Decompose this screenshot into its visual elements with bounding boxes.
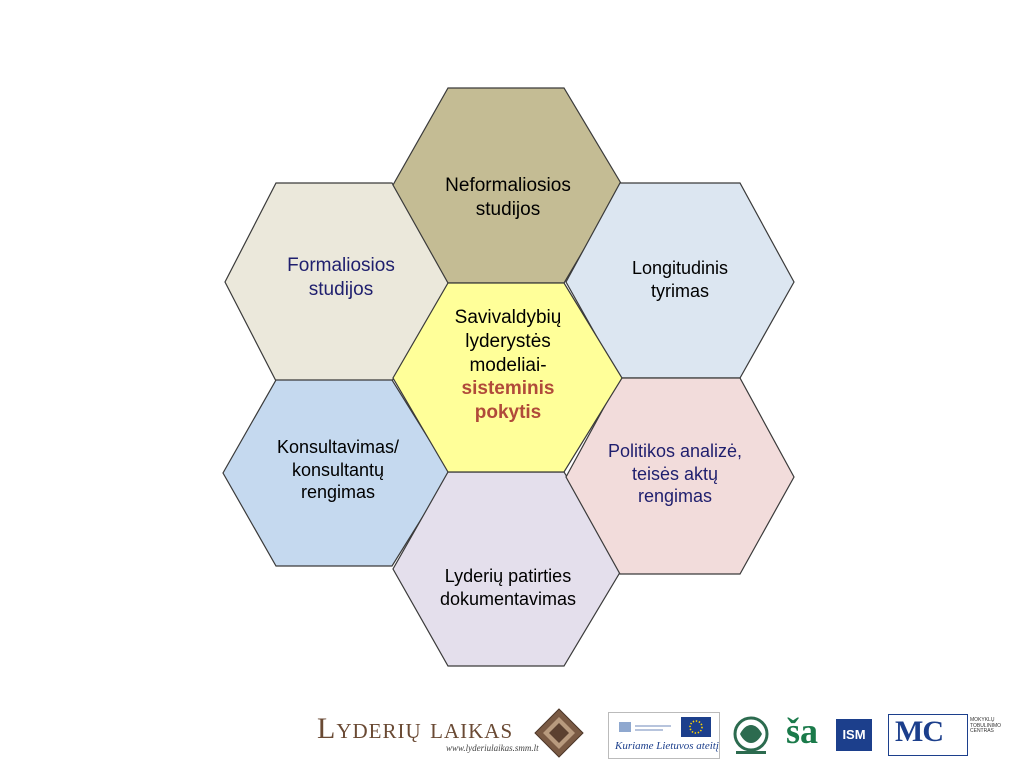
mtc-logo: MC <box>888 714 968 756</box>
eu-slogan: Kuriame Lietuvos ateitį <box>615 740 719 752</box>
mtc-letters: MC <box>895 715 944 748</box>
hex-lower-right-line-1: Politikos analizė, <box>607 441 743 461</box>
hex-lower-left-line-1: Konsultavimas/ <box>276 437 400 457</box>
hex-upper-right-label: Longitudinis tyrimas <box>585 257 775 302</box>
hex-upper-left-label: Formaliosios studijos <box>246 254 436 302</box>
hex-upper-right-line-2: tyrimas <box>651 280 709 301</box>
mtc-caption-line-2: TOBULINIMO <box>970 722 1002 729</box>
hex-upper-right-line-1: Longitudinis <box>631 258 729 278</box>
sa-logo: šа <box>786 711 819 751</box>
swirl-logo-icon <box>733 716 769 754</box>
hex-center-accent-1: sisteminis <box>461 378 555 400</box>
hex-lower-left-line-3: rengimas <box>300 482 376 502</box>
hex-lower-right <box>565 377 795 575</box>
hex-bottom-line-1: Lyderių patirties <box>444 566 572 586</box>
hex-lower-right-line-2: teisės aktų <box>631 463 719 484</box>
hex-center-accent-2: pokytis <box>474 402 542 423</box>
mtc-caption-line-3: CENTRAS <box>970 728 994 734</box>
hex-center-line-3: modeliai- <box>469 354 547 376</box>
hex-top-line-2: studijos <box>475 198 541 220</box>
hex-lower-right-label: Politikos analizė, teisės aktų rengimas <box>580 440 770 508</box>
hex-lower-right-line-3: rengimas <box>637 486 713 506</box>
hex-lower-left-line-2: konsultantų <box>291 459 385 480</box>
hex-upper-left-line-1: Formaliosios <box>287 255 395 276</box>
ministry-emblem-icon <box>619 722 671 732</box>
mtc-caption-line-1: MOKYKLŲ <box>970 717 995 723</box>
hex-bottom-line-2: dokumentavimas <box>439 588 577 609</box>
ism-logo: ISM <box>836 719 872 751</box>
hex-top-label: Neformaliosios studijos <box>413 174 603 222</box>
mtc-caption: MOKYKLŲ TOBULINIMO CENTRAS <box>970 717 1002 735</box>
hex-center <box>392 282 623 473</box>
diamond-logo-icon <box>534 708 584 758</box>
eu-funds-logo: Kuriame Lietuvos ateitį <box>608 712 720 759</box>
hex-lower-left-label: Konsultavimas/ konsultantų rengimas <box>243 436 433 504</box>
hex-center-label: Savivaldybių lyderystės modeliai- sistem… <box>413 306 603 425</box>
hex-center-line-1: Savivaldybių <box>454 307 562 328</box>
eu-flag-icon <box>681 717 711 737</box>
hex-top-line-1: Neformaliosios <box>445 175 571 196</box>
hex-bottom-label: Lyderių patirties dokumentavimas <box>408 565 608 610</box>
hex-lower-left <box>222 379 451 567</box>
lyderiu-laikas-url: www.lyderiulaikas.smm.lt <box>446 743 539 753</box>
hex-center-line-2: lyderystės <box>465 330 551 352</box>
lyderiu-laikas-logo-text: Lyderių laikas <box>317 712 514 745</box>
hex-upper-left-line-2: studijos <box>308 278 374 300</box>
